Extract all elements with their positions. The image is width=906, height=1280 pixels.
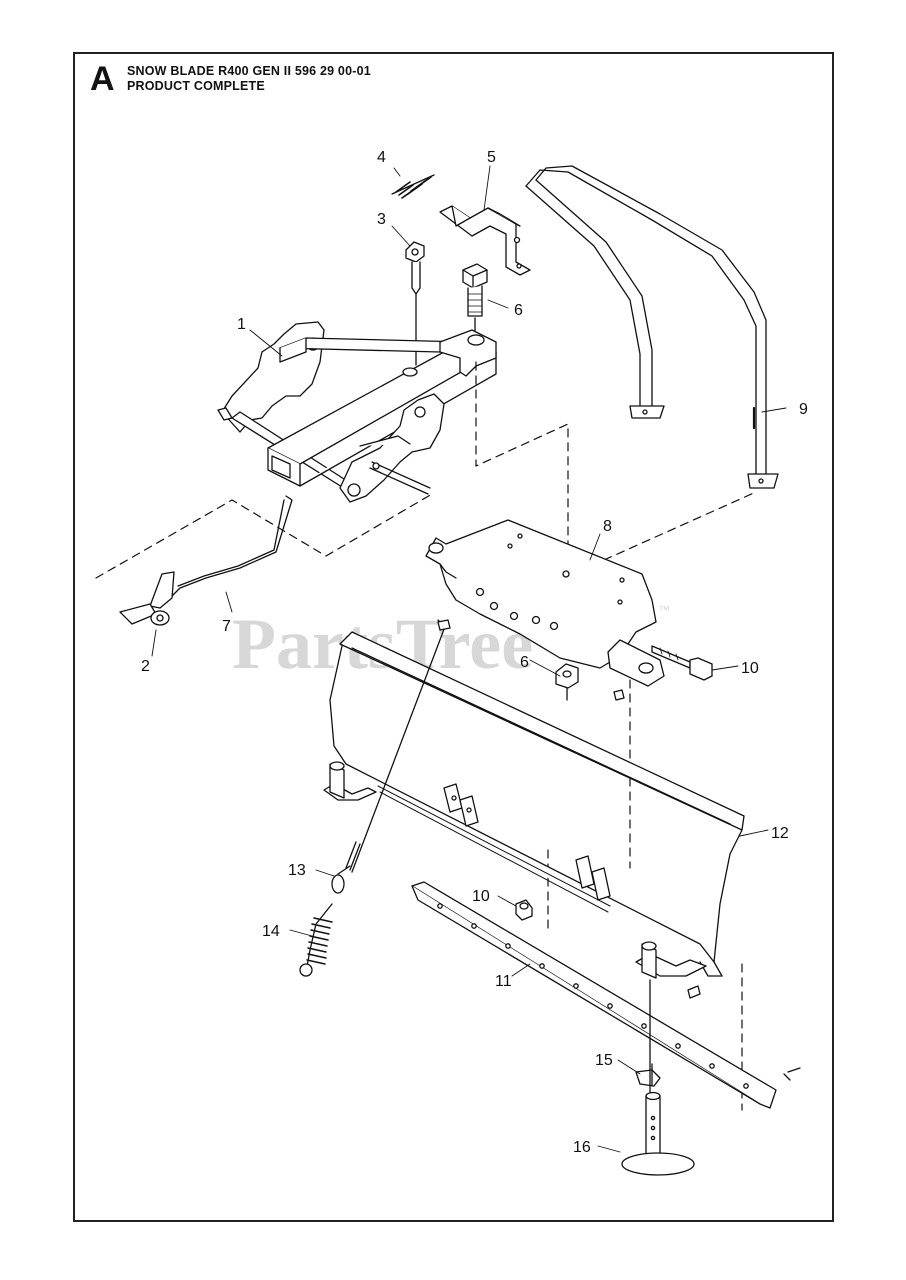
callout-4: 4 — [377, 149, 386, 166]
callout-10-upper: 10 — [741, 660, 759, 677]
part-15-pin-clip — [635, 1063, 661, 1087]
diagram-frame — [73, 52, 834, 1222]
callout-3: 3 — [377, 211, 386, 228]
part-6-hex-bolt-top — [462, 263, 488, 337]
assembly-guide-lines — [95, 361, 757, 1111]
callout-2: 2 — [141, 658, 150, 675]
callout-8: 8 — [603, 518, 612, 535]
callout-11: 11 — [495, 973, 512, 990]
part-3-pivot-bolt — [405, 241, 425, 366]
callout-leaders — [151, 165, 787, 1153]
callout-10-lower: 10 — [472, 888, 490, 905]
part-7-linkage-rod — [167, 495, 293, 601]
title-block: SNOW BLADE R400 GEN II 596 29 00-01 PROD… — [127, 64, 371, 94]
callout-16: 16 — [573, 1139, 591, 1156]
callout-12: 12 — [771, 825, 789, 842]
callout-5: 5 — [487, 149, 496, 166]
part-11-wear-strip — [411, 881, 777, 1109]
part-9-handle-bar — [525, 165, 779, 489]
watermark-tm: ™ — [658, 603, 670, 617]
watermark: PartsTree ™ — [232, 603, 670, 684]
title-line-1: SNOW BLADE R400 GEN II 596 29 00-01 — [127, 64, 371, 78]
part-8-mounting-plate — [425, 519, 665, 687]
callout-14: 14 — [262, 923, 280, 940]
part-14-tension-spring — [299, 903, 333, 977]
callout-6-lower: 6 — [520, 654, 529, 671]
small-screw — [783, 1067, 801, 1081]
part-2-handle-latch — [119, 571, 175, 626]
part-12-blade — [323, 631, 745, 977]
part-4-spring — [391, 174, 435, 199]
part-10-bolt-top — [651, 645, 713, 681]
small-nut — [613, 689, 625, 701]
callout-labels: 1 2 3 4 5 6 6 7 8 9 10 10 11 12 13 14 15… — [141, 149, 808, 1156]
callout-1: 1 — [237, 316, 246, 333]
callout-15: 15 — [595, 1052, 613, 1069]
part-6-nut-lower — [555, 663, 579, 701]
part-1-hitch-frame — [217, 321, 497, 503]
callout-7: 7 — [222, 618, 231, 635]
skid-mount-bracket — [635, 941, 707, 999]
watermark-text: PartsTree — [232, 604, 533, 684]
part-5-bracket — [439, 205, 531, 276]
callout-13: 13 — [288, 862, 306, 879]
callout-6-upper: 6 — [514, 302, 523, 319]
part-16-skid-shoe — [621, 979, 695, 1176]
cable-end-fitting — [437, 619, 451, 631]
part-10-carriage-nut — [515, 899, 533, 921]
callout-9: 9 — [799, 401, 808, 418]
section-letter: A — [90, 60, 115, 98]
title-line-2: PRODUCT COMPLETE — [127, 79, 265, 93]
